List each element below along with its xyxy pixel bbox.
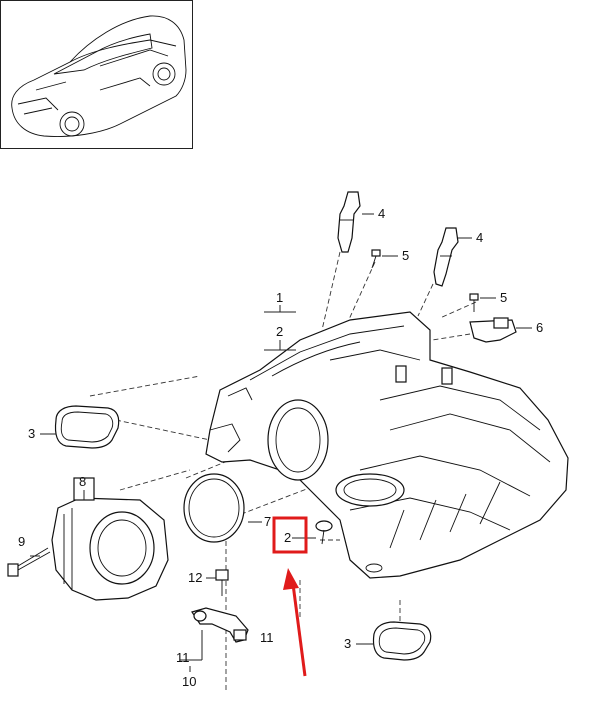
car-thumbnail (0, 0, 193, 149)
callout-6: 6 (536, 320, 543, 335)
gasket-left (54, 405, 120, 449)
callout-4-b: 4 (476, 230, 483, 245)
bolt-twelve (215, 569, 229, 596)
red-pointer-arrow-icon (283, 568, 307, 677)
callout-5-a: 5 (402, 248, 409, 263)
o-ring (183, 473, 245, 543)
callout-11-b: 11 (260, 630, 274, 645)
gasket-bottom (372, 621, 432, 661)
car-thumbnail-icon (11, 15, 187, 137)
callout-8: 8 (79, 474, 86, 489)
callout-12: 12 (188, 570, 202, 585)
callout-2-top: 2 (276, 324, 283, 339)
callout-7: 7 (264, 514, 271, 529)
callout-3-left: 3 (28, 426, 35, 441)
throttle-body (51, 477, 169, 601)
callout-2-highlighted: 2 (284, 530, 291, 545)
callout-4-a: 4 (378, 206, 385, 221)
callout-5-b: 5 (500, 290, 507, 305)
callout-1: 1 (276, 290, 283, 305)
screw-b (469, 293, 479, 312)
screw-a (371, 249, 381, 269)
bolt (7, 547, 51, 577)
callout-9: 9 (18, 534, 25, 549)
injector-b (433, 227, 459, 287)
callout-10: 10 (182, 674, 196, 689)
callout-11-a: 11 (176, 650, 190, 665)
sensor (469, 317, 517, 343)
injector-a (337, 191, 361, 253)
bracket (191, 607, 249, 643)
intake-manifold (205, 311, 569, 579)
highlight-box (272, 516, 308, 554)
callout-3-bottom: 3 (344, 636, 351, 651)
screw-two (315, 520, 333, 545)
leader-lines (30, 213, 532, 672)
